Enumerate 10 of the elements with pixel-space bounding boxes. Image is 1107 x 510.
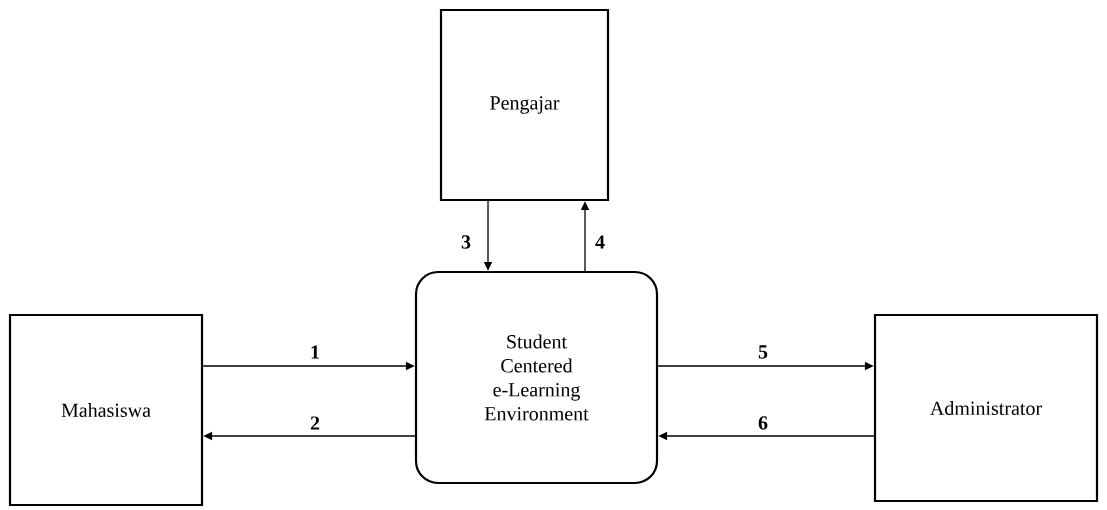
edge-label: 1 [311, 345, 319, 359]
edge-label: 4 [595, 235, 605, 249]
entity-box: Pengajar [439, 8, 610, 202]
edge-label: 6 [758, 416, 768, 430]
system-box: Student Centered e-Learning Environment [414, 270, 659, 485]
edge-label: 3 [461, 235, 471, 249]
entity-box: Mahasiswa [8, 313, 204, 507]
entity-box: Administrator [873, 313, 1099, 503]
edge-label: 2 [310, 416, 320, 430]
edge-label: 5 [758, 345, 768, 359]
